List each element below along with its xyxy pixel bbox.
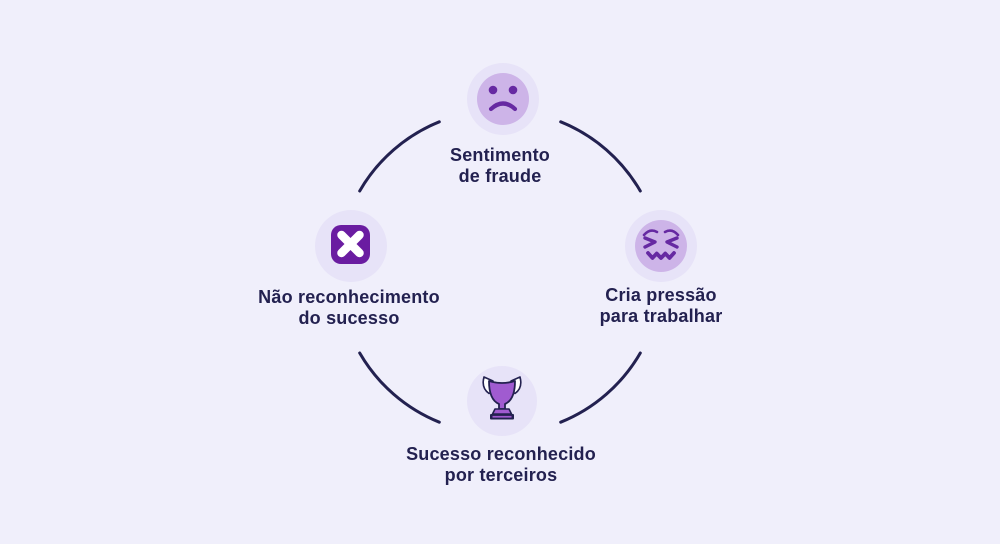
cycle-arc-top-right [559, 120, 642, 193]
confounded-face-icon [625, 210, 697, 282]
node-label-line1: Não reconhecimento [258, 287, 440, 307]
cycle-arc-bottom-right [559, 351, 642, 424]
node-label-line2: para trabalhar [599, 306, 723, 326]
node-label-right: Cria pressão para trabalhar [600, 285, 723, 327]
cycle-arc-top-left [358, 120, 441, 193]
node-label-line2: do sucesso [298, 308, 400, 328]
sad-face-icon [467, 63, 539, 135]
node-label-line2: de fraude [458, 166, 542, 186]
node-label-bottom: Sucesso reconhecido por terceiros [406, 444, 596, 486]
cycle-arc-bottom-left [358, 351, 441, 424]
node-label-line1: Cria pressão [605, 285, 717, 305]
node-label-left: Não reconhecimento do sucesso [258, 287, 440, 329]
node-label-line1: Sucesso reconhecido [406, 444, 596, 464]
trophy-icon [467, 366, 537, 436]
node-label-line1: Sentimento [449, 145, 551, 165]
node-label-top: Sentimento de fraude [450, 145, 550, 187]
node-label-line2: por terceiros [444, 465, 558, 485]
cross-icon [315, 210, 387, 282]
